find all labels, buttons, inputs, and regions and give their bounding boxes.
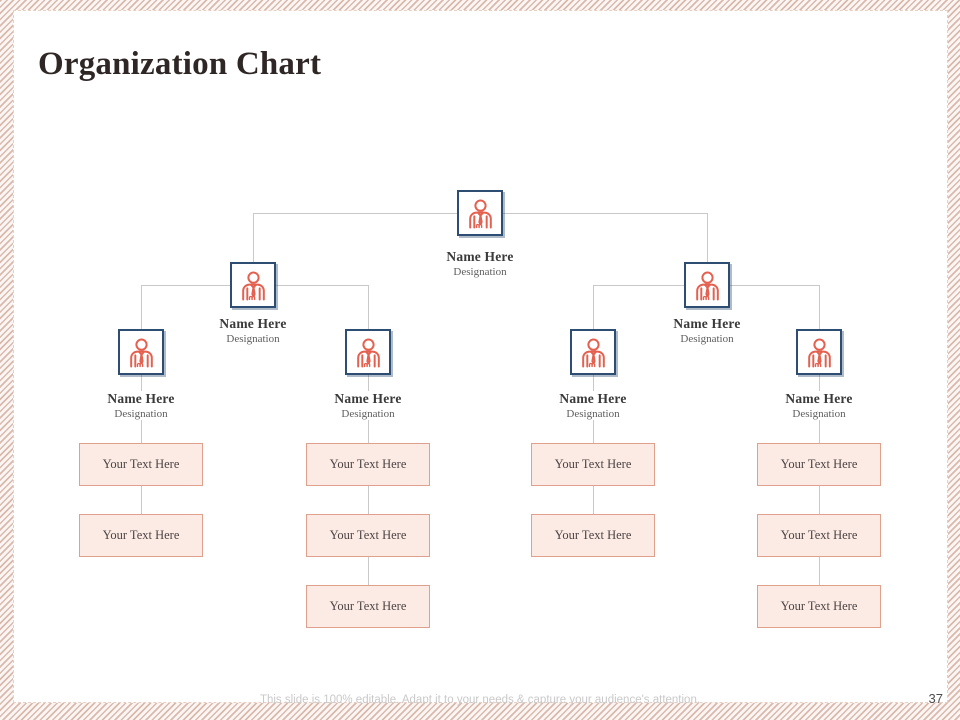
connector-line (141, 486, 142, 514)
person-icon-box[interactable] (796, 329, 842, 375)
node-designation: Designation (114, 408, 168, 420)
org-node-labels: Name Here Designation (667, 316, 747, 345)
org-node-labels: Name Here Designation (101, 391, 181, 420)
org-node-labels: Name Here Designation (779, 391, 859, 420)
connector-line (707, 213, 708, 262)
connector-line (593, 285, 594, 329)
text-box[interactable]: Your Text Here (79, 443, 203, 486)
footer-note: This slide is 100% editable. Adapt it to… (259, 694, 701, 706)
connector-line (819, 285, 820, 329)
text-box[interactable]: Your Text Here (79, 514, 203, 557)
node-designation: Designation (453, 266, 507, 278)
node-name: Name Here (673, 316, 741, 331)
person-icon-box[interactable] (570, 329, 616, 375)
node-name: Name Here (785, 391, 853, 406)
person-icon-box[interactable] (118, 329, 164, 375)
org-node-labels: Name Here Designation (553, 391, 633, 420)
org-node-labels: Name Here Designation (328, 391, 408, 420)
person-icon (468, 199, 492, 229)
org-node-lead-4[interactable]: Name Here Designation (759, 329, 879, 420)
connector-line (819, 486, 820, 514)
node-name: Name Here (559, 391, 627, 406)
connector-line (141, 285, 142, 329)
text-box[interactable]: Your Text Here (757, 514, 881, 557)
text-box[interactable]: Your Text Here (757, 585, 881, 628)
org-node-manager-right[interactable]: Name Here Designation (647, 262, 767, 345)
node-name: Name Here (446, 249, 514, 264)
page-number: 37 (928, 691, 943, 706)
connector-line (593, 486, 594, 514)
text-box[interactable]: Your Text Here (306, 514, 430, 557)
node-name: Name Here (219, 316, 287, 331)
connector-line (368, 285, 369, 329)
person-icon-box[interactable] (457, 190, 503, 236)
connector-line (253, 213, 254, 262)
text-box[interactable]: Your Text Here (531, 443, 655, 486)
person-icon (581, 338, 605, 368)
person-icon (356, 338, 380, 368)
node-designation: Designation (566, 408, 620, 420)
org-node-labels: Name Here Designation (213, 316, 293, 345)
person-icon-box[interactable] (684, 262, 730, 308)
text-box[interactable]: Your Text Here (306, 585, 430, 628)
person-icon (695, 271, 719, 301)
person-icon-box[interactable] (230, 262, 276, 308)
page-title: Organization Chart (38, 46, 322, 83)
node-designation: Designation (792, 408, 846, 420)
org-node-root[interactable]: Name Here Designation (420, 190, 540, 278)
connector-line (819, 557, 820, 585)
node-designation: Designation (226, 333, 280, 345)
person-icon-box[interactable] (345, 329, 391, 375)
org-node-manager-left[interactable]: Name Here Designation (193, 262, 313, 345)
org-node-lead-1[interactable]: Name Here Designation (81, 329, 201, 420)
text-box[interactable]: Your Text Here (306, 443, 430, 486)
connector-line (368, 486, 369, 514)
node-name: Name Here (334, 391, 402, 406)
node-designation: Designation (680, 333, 734, 345)
text-box[interactable]: Your Text Here (757, 443, 881, 486)
org-node-labels: Name Here Designation (440, 249, 520, 278)
org-node-lead-3[interactable]: Name Here Designation (533, 329, 653, 420)
connector-line (368, 557, 369, 585)
node-designation: Designation (341, 408, 395, 420)
person-icon (241, 271, 265, 301)
text-box[interactable]: Your Text Here (531, 514, 655, 557)
person-icon (807, 338, 831, 368)
node-name: Name Here (107, 391, 175, 406)
org-node-lead-2[interactable]: Name Here Designation (308, 329, 428, 420)
person-icon (129, 338, 153, 368)
